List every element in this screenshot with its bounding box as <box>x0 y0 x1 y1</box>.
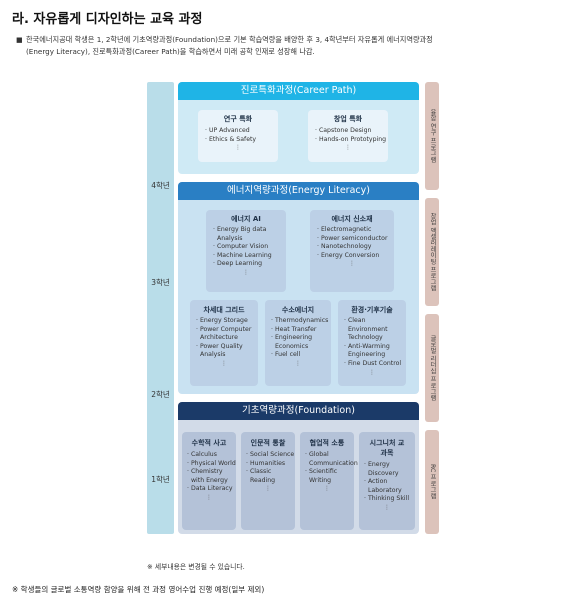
list-item: Global Communication <box>304 451 358 468</box>
list-item: Power Computer Architecture <box>195 326 258 343</box>
box-title: 창업 특화 <box>333 115 363 123</box>
list-item: Thinking Skill <box>363 495 415 504</box>
list-item: Energy Conversion <box>316 252 394 261</box>
more-icon: ⋮ <box>206 493 212 501</box>
intro-text: ■ 한국에너지공대 학생은 1, 2학년에 기초역량과정(Foundation)… <box>16 34 564 58</box>
list-item: Ethics & Safety <box>204 136 278 145</box>
side-bar-research: 융합 연구 프로그램 <box>425 82 439 190</box>
side-bar-startup: 창업 액셀러레이팅 프로그램 <box>425 198 439 306</box>
foundation-heading: 기초역량과정(Foundation) <box>178 402 419 420</box>
box-title: 차세대 그리드 <box>203 306 245 314</box>
side-label-global: 글로벌 리더십 프로그램 <box>429 335 436 401</box>
list-item: Social Science <box>245 451 295 460</box>
list-item: Thermodynamics <box>270 317 331 326</box>
list-item: Scientific Writing <box>304 468 354 485</box>
energy-box-hydrogen: 수소에너지 Thermodynamics Heat Transfer Engin… <box>265 300 331 386</box>
list-item: Energy Big data Analysis <box>212 226 286 243</box>
more-icon: ⋮ <box>369 368 375 376</box>
list-item: Fine Dust Control <box>343 360 406 369</box>
list-item: Power Quality Analysis <box>195 343 258 360</box>
box-title: 환경·기후기술 <box>351 306 393 314</box>
box-title: 수학적 사고 <box>191 439 227 447</box>
career-box-research: 연구 특화 UP Advanced Ethics & Safety ⋮ <box>198 110 278 162</box>
section-title: 라. 자유롭게 디자인하는 교육 과정 <box>12 12 203 27</box>
energy-box-climate: 환경·기후기술 Clean Environment Technology Ant… <box>338 300 406 386</box>
more-icon: ⋮ <box>265 485 271 493</box>
foundation-section: 기초역량과정(Foundation) 수학적 사고 Calculus Physi… <box>178 402 419 534</box>
career-box-startup: 창업 특화 Capstone Design Hands-on Prototypi… <box>308 110 388 162</box>
list-item: Machine Learning <box>212 252 286 261</box>
list-item: Capstone Design <box>314 127 388 136</box>
list-item: Hands-on Prototyping <box>314 136 388 145</box>
side-label-startup: 창업 액셀러레이팅 프로그램 <box>429 212 436 292</box>
side-label-rc: RC 프로그램 <box>429 464 436 500</box>
list-item: Nanotechnology <box>316 243 394 252</box>
career-heading: 진로특화과정(Career Path) <box>178 82 419 100</box>
list-item: Calculus <box>186 451 236 460</box>
box-title: 수소에너지 <box>281 306 315 314</box>
year-label-3: 3학년 <box>151 278 170 287</box>
intro-line-1: 한국에너지공대 학생은 1, 2학년에 기초역량과정(Foundation)으로… <box>26 35 433 44</box>
energy-box-materials: 에너지 신소재 Electromagnetic Power semiconduc… <box>310 210 394 292</box>
intro-line-2: (Energy Literacy), 진로특화과정(Career Path)을 … <box>26 47 315 56</box>
more-icon: ⋮ <box>221 359 227 367</box>
foundation-box-math: 수학적 사고 Calculus Physical World Chemistry… <box>182 432 236 530</box>
more-icon: ⋮ <box>243 268 249 276</box>
more-icon: ⋮ <box>384 503 390 511</box>
energy-heading: 에너지역량과정(Energy Literacy) <box>178 182 419 200</box>
year-bar <box>147 82 174 534</box>
box-title: 에너지 신소재 <box>331 215 373 223</box>
list-item: Energy Discovery <box>363 461 415 478</box>
list-item: Action Laboratory <box>363 478 415 495</box>
more-icon: ⋮ <box>295 359 301 367</box>
list-item: Power semiconductor <box>316 235 394 244</box>
list-item: Data Literacy <box>186 485 236 494</box>
more-icon: ⋮ <box>345 144 351 152</box>
box-title: 인문적 통찰 <box>250 439 286 447</box>
foundation-box-humanities: 인문적 통찰 Social Science Humanities Classic… <box>241 432 295 530</box>
more-icon: ⋮ <box>349 260 355 268</box>
list-item: Energy Storage <box>195 317 258 326</box>
more-icon: ⋮ <box>324 485 330 493</box>
list-item: Engineering Economics <box>270 334 331 351</box>
list-item: Humanities <box>245 460 295 469</box>
year-label-1: 1학년 <box>151 475 170 484</box>
side-bar-rc: RC 프로그램 <box>425 430 439 534</box>
list-item: Physical World <box>186 460 236 469</box>
list-item: Clean Environment Technology <box>343 317 406 343</box>
side-label-research: 융합 연구 프로그램 <box>429 109 436 163</box>
list-item: Deep Learning <box>212 260 286 269</box>
list-item: Heat Transfer <box>270 326 331 335</box>
foundation-box-communication: 협업적 소통 Global Communication Scientific W… <box>300 432 358 530</box>
detail-note: ※ 세부내용은 변경될 수 있습니다. <box>147 563 245 571</box>
bullet-icon: ■ <box>16 36 23 44</box>
list-item: Computer Vision <box>212 243 286 252</box>
more-icon: ⋮ <box>235 144 241 152</box>
energy-box-ai: 에너지 AI Energy Big data Analysis Computer… <box>206 210 286 292</box>
box-title: 시그니처 교과목 <box>369 439 405 457</box>
list-item: Electromagnetic <box>316 226 394 235</box>
list-item: UP Advanced <box>204 127 278 136</box>
energy-section: 에너지역량과정(Energy Literacy) 에너지 AI Energy B… <box>178 182 419 394</box>
year-label-4: 4학년 <box>151 181 170 190</box>
list-item: Fuel cell <box>270 351 331 360</box>
side-bar-global: 글로벌 리더십 프로그램 <box>425 314 439 422</box>
box-title: 협업적 소통 <box>309 439 345 447</box>
foundation-box-signature: 시그니처 교과목 Energy Discovery Action Laborat… <box>359 432 415 530</box>
list-item: Chemistry with Energy <box>186 468 236 485</box>
box-title: 연구 특화 <box>223 115 253 123</box>
energy-box-grid: 차세대 그리드 Energy Storage Power Computer Ar… <box>190 300 258 386</box>
year-label-2: 2학년 <box>151 390 170 399</box>
list-item: Anti-Warming Engineering <box>343 343 406 360</box>
box-title: 에너지 AI <box>231 215 261 223</box>
career-section: 진로특화과정(Career Path) 연구 특화 UP Advanced Et… <box>178 82 419 174</box>
footnote: ※ 학생들의 글로벌 소통역량 함양을 위해 전 과정 영어수업 진행 예정(일… <box>12 585 265 594</box>
list-item: Classic Reading <box>245 468 295 485</box>
